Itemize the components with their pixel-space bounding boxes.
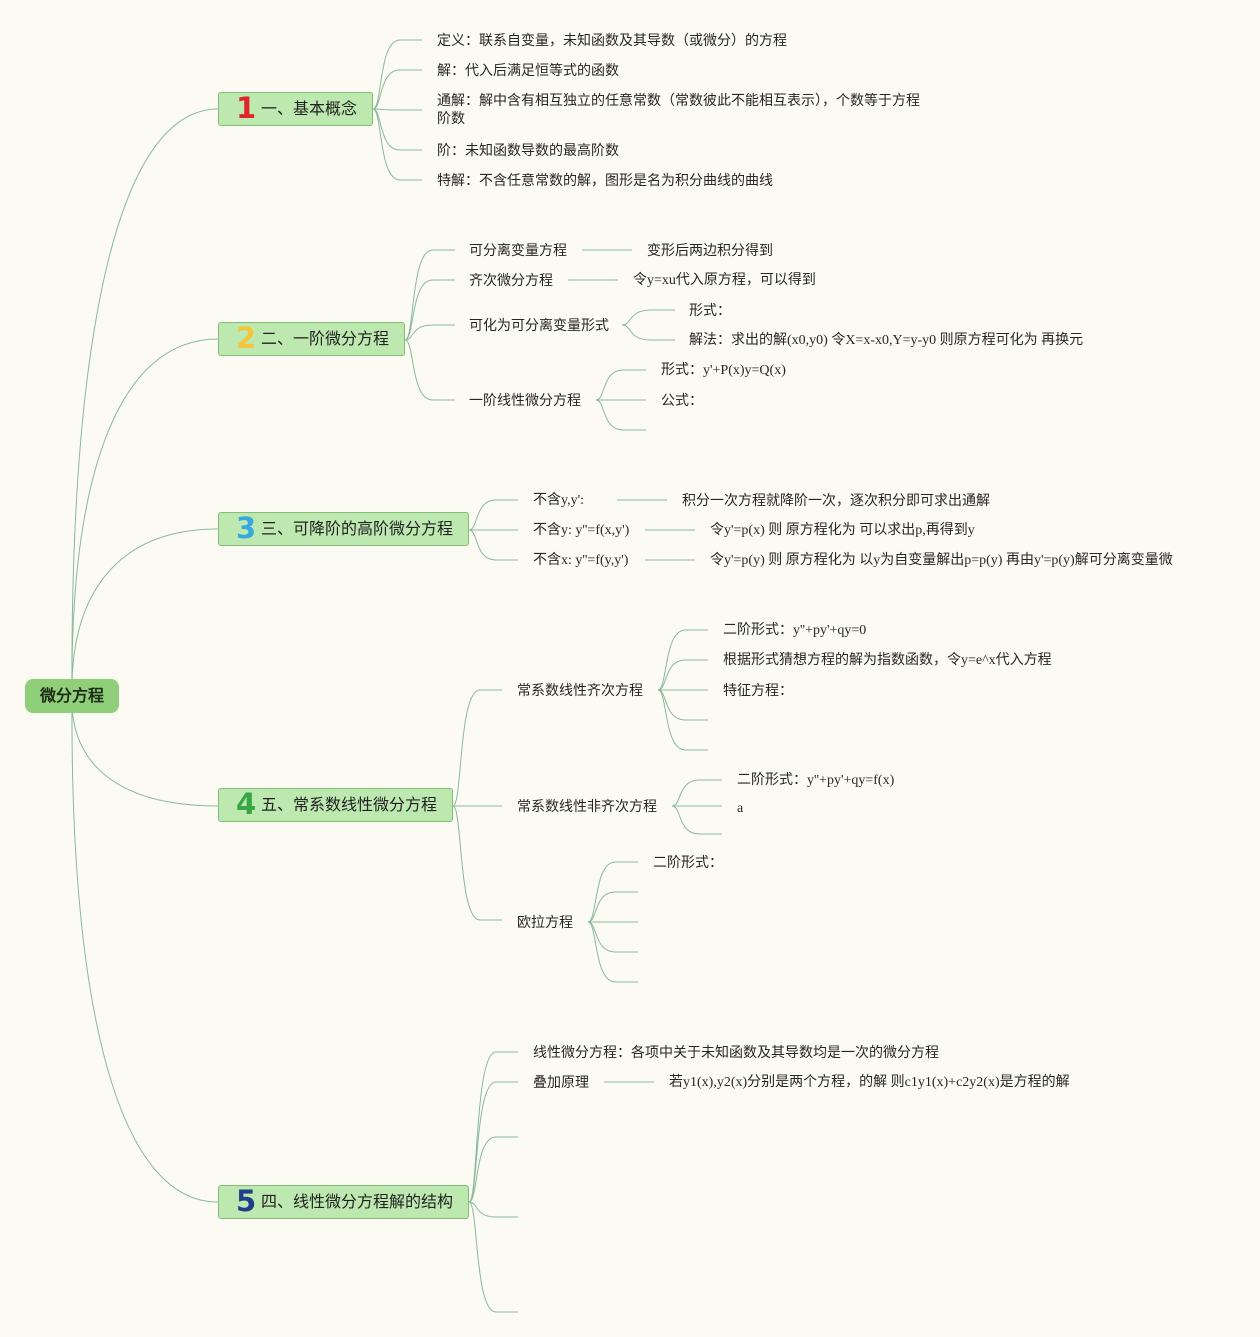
homo-second-order-form: 二阶形式：y''+py'+qy=0 [723,623,867,638]
connector-curve [595,369,646,401]
connector-curve [468,1136,518,1203]
superposition-principle[interactable]: 叠加原理 [533,1075,589,1091]
no-x-detail: 令y'=p(y) 则 原方程化为 以y为自变量解出p=p(y) 再由y'=p(y… [710,553,1173,568]
concept-particular-solution: 特解：不含任意常数的解，图形是名为积分曲线的曲线 [437,173,773,189]
connector-curve [71,528,219,697]
connector-curve [372,108,422,111]
connector-curve [404,324,455,341]
homo-guess-exponential: 根据形式猜想方程的解为指数函数，令y=e^x代入方程 [723,653,1052,668]
root-node[interactable]: 微分方程 [25,679,119,713]
nonhomogeneous-linear[interactable]: 常系数线性非齐次方程 [517,799,657,815]
connector-curve [621,324,675,341]
connector-curve [671,805,722,835]
connector-curve [71,695,219,807]
number-badge-5: 5 [236,1184,257,1218]
no-y-y-prime[interactable]: 不含y,y': [533,493,585,508]
linear-de-definition: 线性微分方程：各项中关于未知函数及其导数均是一次的微分方程 [533,1045,939,1061]
connector-curve [71,695,219,1203]
concept-definition: 定义：联系自变量，未知函数及其导数（或微分）的方程 [437,33,787,49]
concept-general-solution: 通解：解中含有相互独立的任意常数（常数彼此不能相互表示），个数等于方程阶数 [437,93,920,127]
linear-formula: 公式： [661,393,703,409]
connector-curve [404,249,455,341]
reducible-separable[interactable]: 可化为可分离变量形式 [469,318,609,334]
reducible-form: 形式： [689,303,731,319]
nonhomo-item-a: a [737,801,744,816]
branch-first-order[interactable]: 2 二、一阶微分方程 [218,321,405,356]
number-badge-4: 4 [236,787,257,821]
connector-curve [587,861,638,923]
connector-curve [468,1201,518,1313]
homogeneous-detail: 令y=xu代入原方程，可以得到 [633,273,816,288]
reducible-method: 解法：求出的解(x0,y0) 令X=x-x0,Y=y-y0 则原方程可化为 再换… [689,333,1084,348]
separable-equation[interactable]: 可分离变量方程 [469,243,567,259]
branch-label: 五、常系数线性微分方程 [261,795,438,814]
linear-form: 形式：y'+P(x)y=Q(x) [661,363,786,378]
connector-curve [657,629,708,691]
connector-curve [404,279,455,341]
connector-curve [372,69,422,110]
concept-solution: 解：代入后满足恒等式的函数 [437,63,619,79]
connector-curve [468,499,518,531]
branch-solution-structure[interactable]: 5 四、线性微分方程解的结构 [218,1184,469,1219]
concept-order: 阶：未知函数导数的最高阶数 [437,143,619,159]
connector-curve [587,921,638,953]
connector-curve [71,108,219,697]
connector-curve [587,891,638,923]
connector-curve [468,1081,518,1203]
homogeneous-equation[interactable]: 齐次微分方程 [469,273,553,289]
homo-characteristic-eq: 特征方程： [723,683,793,699]
branch-basic-concepts[interactable]: 1 一、基本概念 [218,91,373,126]
connector-curve [71,338,219,697]
branch-label: 一、基本概念 [261,99,358,118]
euler-equation[interactable]: 欧拉方程 [517,915,573,931]
no-y-detail: 令y'=p(x) 则 原方程化为 可以求出p,再得到y [710,523,975,538]
branch-reducible-order[interactable]: 3 三、可降阶的高阶微分方程 [218,511,469,546]
branch-label: 三、可降阶的高阶微分方程 [261,519,454,538]
no-y-y-prime-detail: 积分一次方程就降阶一次，逐次积分即可求出通解 [682,493,990,509]
branch-constant-coefficient[interactable]: 4 五、常系数线性微分方程 [218,787,453,822]
connector-curve [671,779,722,807]
branch-label: 四、线性微分方程解的结构 [261,1192,454,1211]
connector-curve [372,39,422,110]
number-badge-2: 2 [236,321,257,355]
no-y[interactable]: 不含y: y''=f(x,y') [533,523,630,538]
connector-curve [657,689,708,751]
connector-curve [621,309,675,326]
superposition-detail: 若y1(x),y2(x)分别是两个方程，的解 则c1y1(x)+c2y2(x)是… [669,1075,1070,1090]
connector-curve [468,529,518,561]
nonhomo-second-order-form: 二阶形式：y''+py'+qy=f(x) [737,773,895,788]
connector-curve [452,805,502,921]
connector-curve [587,921,638,983]
no-x[interactable]: 不含x: y''=f(y,y') [533,553,629,568]
branch-label: 二、一阶微分方程 [261,329,390,348]
connector-curve [657,689,708,721]
number-badge-1: 1 [236,91,257,125]
connector-curve [404,339,455,401]
separable-detail: 变形后两边积分得到 [647,243,773,259]
euler-second-order-form: 二阶形式： [653,855,723,871]
connector-curve [468,1201,518,1218]
connector-curve [595,399,646,431]
connector-curve [372,108,422,181]
connector-curve [372,108,422,151]
homogeneous-linear[interactable]: 常系数线性齐次方程 [517,683,643,699]
connector-curve [657,659,708,691]
connector-curve [452,689,502,807]
number-badge-3: 3 [236,511,257,545]
first-order-linear[interactable]: 一阶线性微分方程 [469,393,581,409]
